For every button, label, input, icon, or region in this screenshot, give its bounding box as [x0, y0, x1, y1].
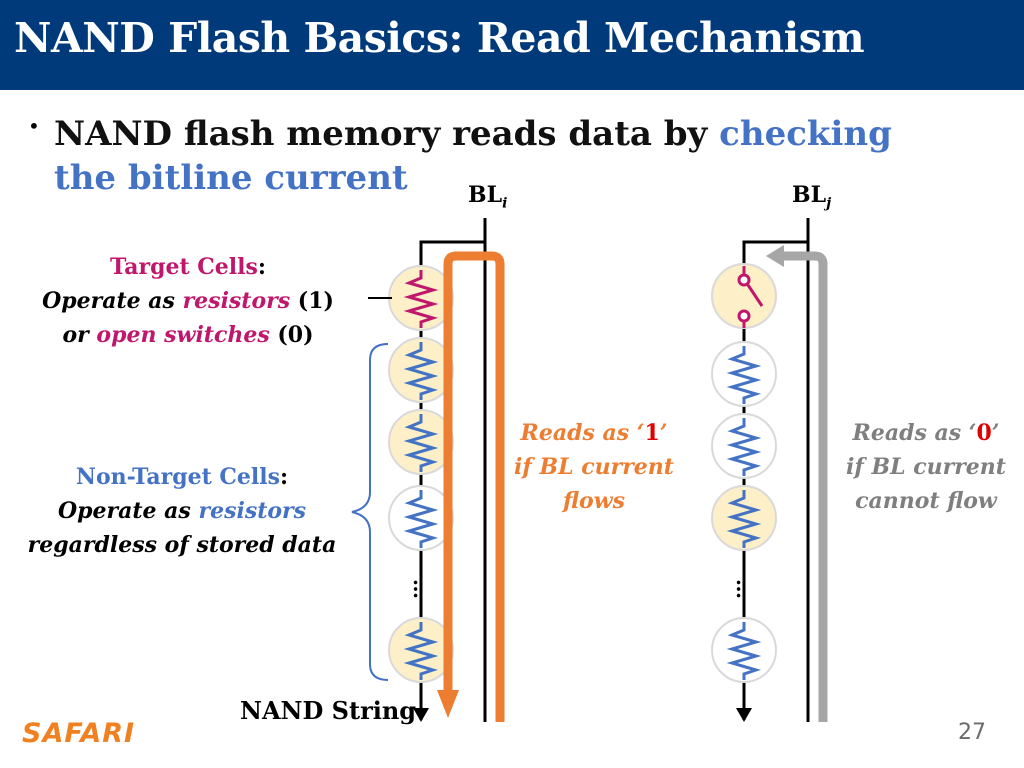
- bitline-right-label: BLj: [792, 182, 832, 212]
- blocked-current-arrow: [766, 245, 784, 267]
- cell-left-3: [388, 409, 454, 475]
- non-target-brace: [351, 343, 389, 681]
- resistor-icon: [403, 342, 439, 400]
- current-flow-arrow: [437, 690, 459, 718]
- blocked-current-path: [782, 251, 828, 722]
- open-switch-icon: [746, 284, 764, 307]
- current-flow-path: [443, 251, 505, 722]
- safari-logo: SAFARI: [22, 718, 136, 749]
- left-nand-string: [388, 218, 505, 722]
- reads-one-label: Reads as ‘1’ if BL current flows: [514, 420, 674, 514]
- page-number: 27: [958, 720, 986, 745]
- resistor-icon: [403, 414, 439, 472]
- title-bar: NAND Flash Basics: Read Mechanism: [0, 0, 1024, 90]
- ellipsis-left: …: [409, 579, 433, 599]
- cell-left-2: [388, 337, 454, 403]
- bullet-text: NAND flash memory reads data by checking…: [54, 112, 954, 200]
- cell-right-4: [711, 485, 777, 551]
- resistor-icon: [726, 346, 762, 404]
- ellipsis-right: …: [732, 579, 756, 599]
- nand-string-label: NAND String: [240, 696, 417, 725]
- resistor-icon: [403, 490, 439, 548]
- left-ground-arrow: [413, 708, 429, 722]
- resistor-icon: [726, 622, 762, 680]
- right-string-wire: [742, 218, 810, 720]
- slide-title: NAND Flash Basics: Read Mechanism: [14, 14, 865, 62]
- resistor-icon: [403, 622, 439, 680]
- cell-right-2: [711, 341, 777, 407]
- right-nand-string: [711, 218, 828, 722]
- bullet-highlight: checking the bitline current: [54, 114, 892, 198]
- left-string-wire: [419, 218, 487, 720]
- reads-zero-label: Reads as ‘0’ if BL current cannot flow: [846, 420, 1006, 514]
- right-ground-arrow: [736, 708, 752, 722]
- cell-left-5: [388, 617, 454, 683]
- target-resistor-icon: [403, 270, 439, 328]
- cell-right-3: [711, 413, 777, 479]
- non-target-cells-label: Non-Target Cells: Operate as resistors r…: [27, 464, 337, 558]
- target-cells-label: Target Cells: Operate as resistors (1) o…: [42, 254, 334, 348]
- cell-left-4: [388, 485, 454, 551]
- switch-contact-bottom: [737, 309, 751, 323]
- resistor-icon: [726, 418, 762, 476]
- bitline-left-label: BLi: [468, 182, 508, 212]
- bullet-marker: •: [28, 114, 40, 138]
- resistor-icon: [726, 490, 762, 548]
- bullet-prefix: NAND flash memory reads data by: [54, 114, 720, 154]
- switch-contact-top: [737, 273, 751, 287]
- cell-right-5: [711, 617, 777, 683]
